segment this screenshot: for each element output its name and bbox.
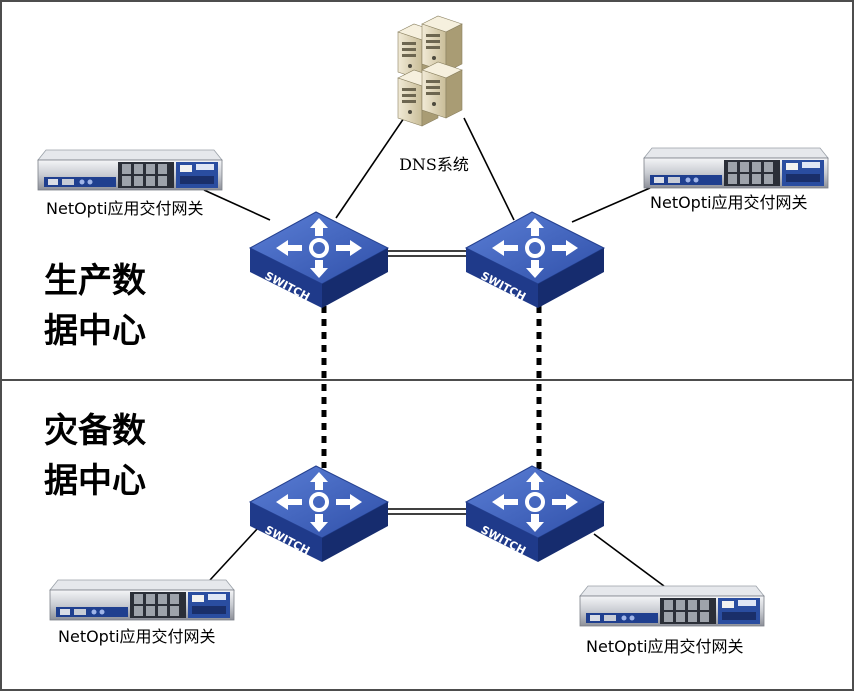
dns-label: DNS系统 [399,155,469,174]
inter-switch-links [388,250,468,515]
cross-site-links [321,306,542,470]
switch-icon-dr-right: SWITCH [464,464,606,564]
zone-label-production-line2: 据中心 [44,311,146,351]
appliance-icon-prod-right [643,147,829,189]
link-dns-switch-left [335,117,405,219]
link-appliance-switch-dr-right [593,533,665,587]
switch-icon-prod-left: SWITCH [248,210,390,310]
connection-lines [203,117,665,587]
appliance-icon-dr-right [579,585,765,627]
appliance-label-prod-left: NetOpti应用交付网关 [46,199,204,218]
link-appliance-switch-dr-left [209,527,259,581]
link-appliance-switch-prod-left [203,189,271,221]
zone-label-dr-line1: 灾备数 [44,411,146,451]
appliance-label-prod-right: NetOpti应用交付网关 [650,193,808,212]
zone-label-production-line1: 生产数 [44,261,146,301]
appliance-icon-dr-left [49,579,235,621]
appliance-label-dr-left: NetOpti应用交付网关 [58,627,216,646]
switch-icon-prod-right: SWITCH [464,210,606,310]
appliance-icon-prod-left [37,149,223,191]
appliance-label-dr-right: NetOpti应用交付网关 [586,637,744,656]
server-icon [397,15,463,127]
switch-icon-dr-left: SWITCH [248,464,390,564]
zone-label-dr-line2: 据中心 [44,461,146,501]
link-dns-switch-right [463,117,515,221]
link-appliance-switch-prod-right [571,187,651,223]
